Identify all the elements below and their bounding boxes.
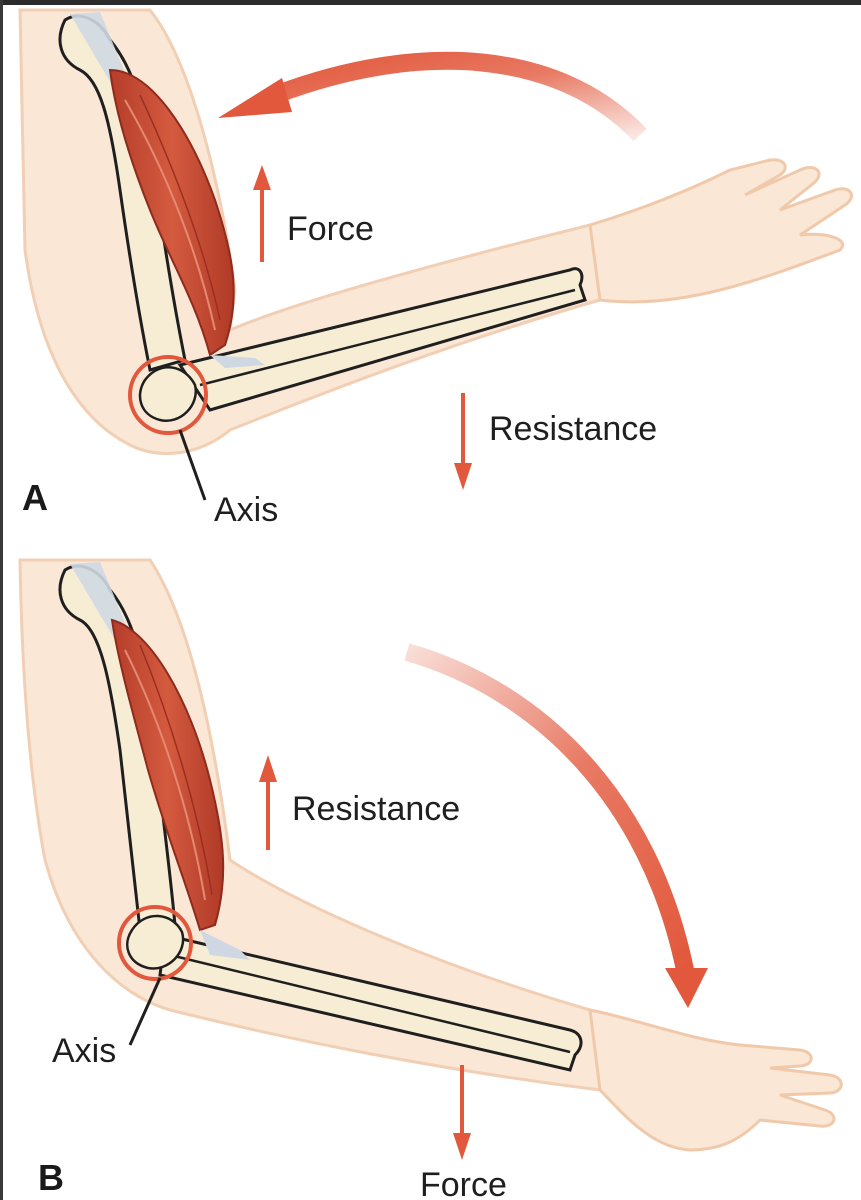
motion-arrow-a [271, 51, 647, 142]
muscle-fiber-a1 [124, 99, 216, 331]
left-border [0, 0, 3, 1200]
resistance-arrow-b-head [259, 755, 277, 782]
panel-b-illustration [18, 558, 843, 1160]
humerus-a [58, 14, 187, 372]
panel-letter-b: B [38, 1157, 64, 1198]
axis-circle-b [117, 905, 193, 981]
resistance-arrow-a-head [454, 463, 472, 490]
radius-line-a [199, 288, 576, 387]
panel-letter-a: A [22, 477, 48, 518]
tendon-bottom-a [210, 355, 265, 368]
top-border [0, 0, 861, 5]
tendon-bottom-b [200, 930, 250, 960]
hand-a [588, 158, 853, 304]
panel-a-illustration [18, 8, 853, 501]
motion-arrowhead-a [218, 78, 292, 118]
force-label-a: Force [287, 210, 374, 248]
elbow-joint-a [138, 366, 198, 423]
radius-line-b [169, 953, 571, 1054]
force-arrow-b-head [453, 1133, 471, 1160]
elbow-joint-b [126, 914, 185, 970]
motion-arrow-b [404, 643, 694, 972]
muscle-fiber-b1 [124, 649, 206, 901]
force-arrow-a-head [253, 165, 271, 190]
resistance-label-b: Resistance [292, 790, 461, 828]
resistance-label-a: Resistance [489, 410, 658, 448]
axis-circle-a [128, 355, 208, 435]
axis-label-a: Axis [214, 491, 279, 529]
axis-pointer-b [128, 977, 162, 1046]
muscle-fiber-b2 [139, 644, 213, 896]
muscle-fiber-a2 [139, 94, 221, 321]
hand-b [588, 1008, 843, 1152]
axis-label-b: Axis [52, 1032, 117, 1070]
axis-pointer-a [178, 429, 207, 501]
motion-arrowhead-b [665, 968, 708, 1008]
force-label-b: Force [420, 1166, 507, 1200]
